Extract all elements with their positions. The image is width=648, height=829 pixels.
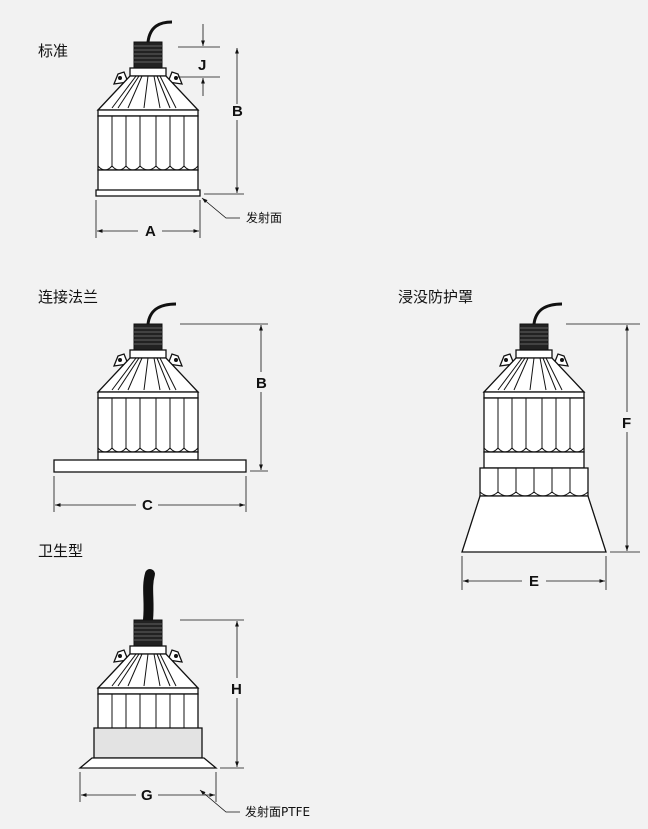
dimension-g: G <box>79 772 217 804</box>
flange-sensor <box>53 302 247 473</box>
dim-label-f: F <box>622 415 631 432</box>
label-flange: 连接法兰 <box>38 289 98 306</box>
dim-label-g: G <box>141 787 153 804</box>
sanitary-sensor <box>78 569 218 769</box>
submersion-sensor <box>461 302 607 553</box>
dim-label-h: H <box>231 681 242 698</box>
dim-label-b-standard: B <box>232 103 243 120</box>
dimension-b-standard: B <box>204 48 244 195</box>
dim-label-e: E <box>529 573 539 590</box>
dimension-j: J <box>178 24 220 96</box>
dim-label-j: J <box>198 57 206 74</box>
dimension-e: E <box>461 556 607 590</box>
dimension-h: H <box>180 619 244 769</box>
note-emitting-face: 发射面 <box>246 210 282 225</box>
dimension-f: F <box>566 323 640 553</box>
dim-label-b-flange: B <box>256 375 267 392</box>
dimension-a: A <box>95 200 201 240</box>
label-sanitary: 卫生型 <box>38 543 83 560</box>
label-submersion: 浸没防护罩 <box>398 289 473 306</box>
dim-label-a: A <box>145 223 156 240</box>
callout-emitting-face-ptfe: 发射面PTFE <box>199 789 310 819</box>
note-emitting-face-ptfe: 发射面PTFE <box>245 804 310 819</box>
dim-label-c: C <box>142 497 153 514</box>
dimension-b-flange: B <box>180 323 268 472</box>
callout-emitting-face: 发射面 <box>201 197 282 225</box>
dimension-c: C <box>53 476 247 514</box>
standard-sensor <box>95 20 201 197</box>
label-standard: 标准 <box>38 43 68 60</box>
